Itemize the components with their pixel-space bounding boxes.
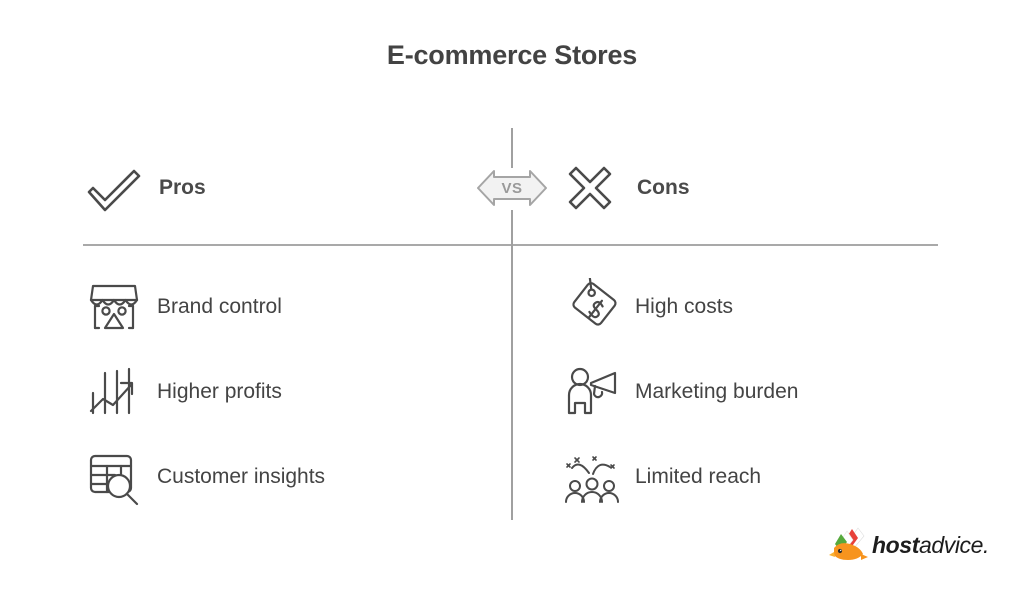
- cons-item-list: High costs Marketing burd: [563, 272, 798, 527]
- list-item-label: Brand control: [157, 295, 282, 318]
- list-item: Brand control: [85, 272, 325, 342]
- cons-heading-label: Cons: [637, 176, 690, 199]
- cross-icon: [563, 162, 623, 214]
- check-icon: [85, 162, 145, 214]
- crowd-confetti-icon: [563, 448, 621, 506]
- list-item: High costs: [563, 272, 798, 342]
- pros-column-header: Pros: [85, 162, 206, 214]
- list-item: Customer insights: [85, 442, 325, 512]
- cons-column-header: Cons: [563, 162, 690, 214]
- horizontal-divider: [83, 244, 938, 246]
- vertical-divider-bottom: [511, 210, 513, 520]
- table-magnifier-icon: [85, 448, 143, 506]
- vertical-divider-top: [511, 128, 513, 168]
- list-item: Limited reach: [563, 442, 798, 512]
- price-tag-dollar-icon: [563, 278, 621, 336]
- hostadvice-logo: hostadvice.: [828, 524, 989, 566]
- vs-badge-label: VS: [501, 180, 522, 197]
- list-item-label: Customer insights: [157, 465, 326, 488]
- pros-heading-label: Pros: [159, 176, 206, 199]
- list-item: Higher profits: [85, 357, 325, 427]
- page-title: E-commerce Stores: [386, 40, 638, 70]
- list-item: Marketing burden: [563, 357, 798, 427]
- pros-item-list: Brand control Higher prof: [85, 272, 325, 527]
- person-megaphone-icon: [563, 363, 621, 421]
- logo-advice-text: advice.: [918, 531, 990, 558]
- hostadvice-wordmark: hostadvice.: [872, 532, 989, 559]
- hostadvice-bird-logo-icon: [828, 524, 870, 566]
- list-item-label: Limited reach: [635, 465, 762, 488]
- vs-badge: VS: [474, 160, 550, 216]
- list-item-label: High costs: [635, 295, 734, 318]
- logo-host-text: host: [872, 531, 919, 558]
- list-item-label: Higher profits: [157, 380, 282, 403]
- storefront-icon: [85, 278, 143, 336]
- bar-chart-arrow-up-icon: [85, 363, 143, 421]
- list-item-label: Marketing burden: [635, 380, 799, 403]
